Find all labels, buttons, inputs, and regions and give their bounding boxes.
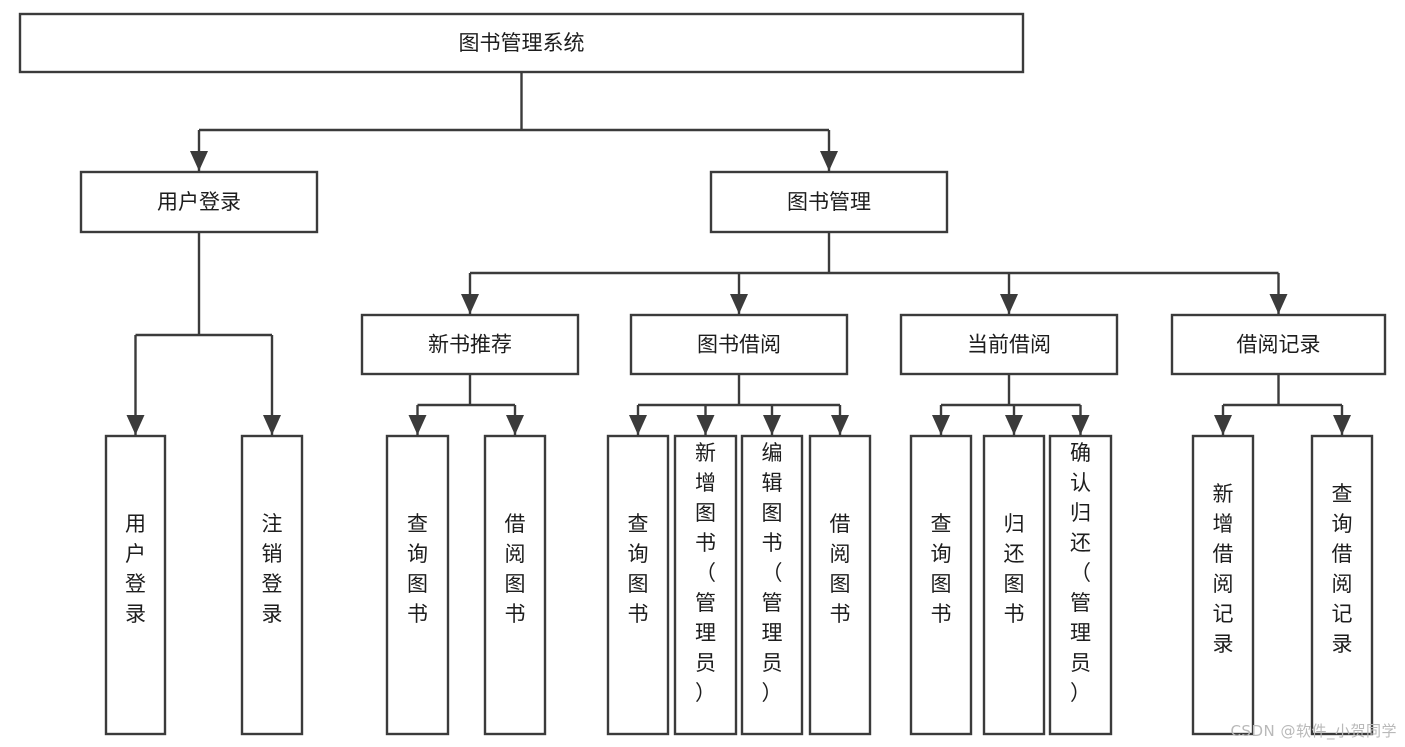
arrowhead-icon [1269, 294, 1288, 314]
arrowhead-icon [263, 415, 281, 435]
node-label-book-borrow: 图书借阅 [697, 333, 781, 357]
node-leaf-user-login[interactable]: 用户登录 [104, 434, 167, 736]
arrowhead-icon [126, 415, 145, 435]
node-label-book-manage: 图书管理 [787, 190, 871, 214]
node-leaf-query-book-cur[interactable]: 查询图书 [909, 434, 973, 736]
node-new-book-rec[interactable]: 新书推荐 [360, 313, 580, 376]
node-label-leaf-query-record: 查询借阅记录 [1332, 482, 1353, 656]
node-box-leaf-return-book [982, 434, 1046, 736]
arrowhead-icon [1214, 415, 1232, 435]
node-box-leaf-query-record [1310, 434, 1374, 736]
node-box-user-login [79, 170, 319, 234]
node-root[interactable]: 图书管理系统 [18, 12, 1025, 74]
node-box-leaf-edit-book [740, 434, 804, 736]
node-book-manage[interactable]: 图书管理 [709, 170, 949, 234]
node-label-leaf-return-book: 归还图书 [1004, 512, 1025, 626]
arrowhead-icon [1000, 294, 1018, 314]
node-box-leaf-add-record [1191, 434, 1255, 736]
node-label-leaf-user-login: 用户登录 [125, 512, 146, 626]
node-box-leaf-borrow-book [808, 434, 872, 736]
node-book-borrow[interactable]: 图书借阅 [629, 313, 849, 376]
arrowhead-icon [730, 294, 748, 314]
node-label-leaf-edit-book: 编辑图书（管理员） [762, 441, 783, 705]
arrowhead-icon [629, 415, 647, 435]
node-borrow-record[interactable]: 借阅记录 [1170, 313, 1387, 376]
arrowhead-icon [1005, 415, 1023, 435]
node-box-current-borrow [899, 313, 1119, 376]
node-label-leaf-query-book-rec: 查询图书 [407, 512, 428, 626]
node-label-leaf-add-record: 新增借阅记录 [1213, 482, 1234, 656]
node-label-root: 图书管理系统 [459, 31, 585, 55]
node-box-leaf-borrow-book-rec [483, 434, 547, 736]
node-box-root [18, 12, 1025, 74]
node-leaf-confirm-return[interactable]: 确认归还（管理员） [1048, 434, 1113, 736]
node-current-borrow[interactable]: 当前借阅 [899, 313, 1119, 376]
node-leaf-return-book[interactable]: 归还图书 [982, 434, 1046, 736]
node-box-leaf-query-book-borrow [606, 434, 670, 736]
node-box-new-book-rec [360, 313, 580, 376]
arrowhead-icon [1071, 415, 1090, 435]
node-layer: 图书管理系统用户登录图书管理新书推荐图书借阅当前借阅借阅记录用户登录注销登录查询… [18, 12, 1387, 736]
node-user-login[interactable]: 用户登录 [79, 170, 319, 234]
node-box-leaf-add-book [673, 434, 738, 736]
node-leaf-borrow-book-rec[interactable]: 借阅图书 [483, 434, 547, 736]
node-leaf-add-record[interactable]: 新增借阅记录 [1191, 434, 1255, 736]
arrowhead-icon [408, 415, 427, 435]
node-label-leaf-query-book-cur: 查询图书 [931, 512, 952, 626]
node-leaf-query-record[interactable]: 查询借阅记录 [1310, 434, 1374, 736]
node-label-new-book-rec: 新书推荐 [428, 333, 512, 357]
node-leaf-edit-book[interactable]: 编辑图书（管理员） [740, 434, 804, 736]
node-label-leaf-borrow-book: 借阅图书 [830, 512, 851, 626]
node-box-leaf-user-logout [240, 434, 304, 736]
node-leaf-query-book-borrow[interactable]: 查询图书 [606, 434, 670, 736]
node-leaf-add-book[interactable]: 新增图书（管理员） [673, 434, 738, 736]
node-box-leaf-user-login [104, 434, 167, 736]
arrowhead-icon [932, 415, 950, 435]
arrowhead-icon [696, 415, 715, 435]
node-box-leaf-query-book-cur [909, 434, 973, 736]
connector-layer [126, 72, 1351, 435]
node-leaf-user-logout[interactable]: 注销登录 [240, 434, 304, 736]
arrowhead-icon [763, 415, 781, 435]
node-box-book-manage [709, 170, 949, 234]
node-label-borrow-record: 借阅记录 [1237, 333, 1321, 357]
node-box-leaf-query-book-rec [385, 434, 450, 736]
node-leaf-borrow-book[interactable]: 借阅图书 [808, 434, 872, 736]
arrowhead-icon [190, 151, 208, 171]
arrowhead-icon [820, 151, 838, 171]
node-box-book-borrow [629, 313, 849, 376]
node-label-current-borrow: 当前借阅 [967, 333, 1051, 357]
arrowhead-icon [831, 415, 849, 435]
node-label-leaf-confirm-return: 确认归还（管理员） [1070, 441, 1091, 705]
arrowhead-icon [461, 294, 479, 314]
node-box-borrow-record [1170, 313, 1387, 376]
arrowhead-icon [1333, 415, 1351, 435]
node-box-leaf-confirm-return [1048, 434, 1113, 736]
node-label-user-login: 用户登录 [157, 190, 241, 214]
arrowhead-icon [506, 415, 524, 435]
watermark-label: CSDN @软件_小贺同学 [1230, 722, 1397, 740]
node-label-leaf-add-book: 新增图书（管理员） [695, 441, 716, 705]
node-label-leaf-query-book-borrow: 查询图书 [628, 512, 649, 626]
node-label-leaf-user-logout: 注销登录 [262, 512, 283, 626]
node-label-leaf-borrow-book-rec: 借阅图书 [505, 512, 526, 626]
node-leaf-query-book-rec[interactable]: 查询图书 [385, 434, 450, 736]
